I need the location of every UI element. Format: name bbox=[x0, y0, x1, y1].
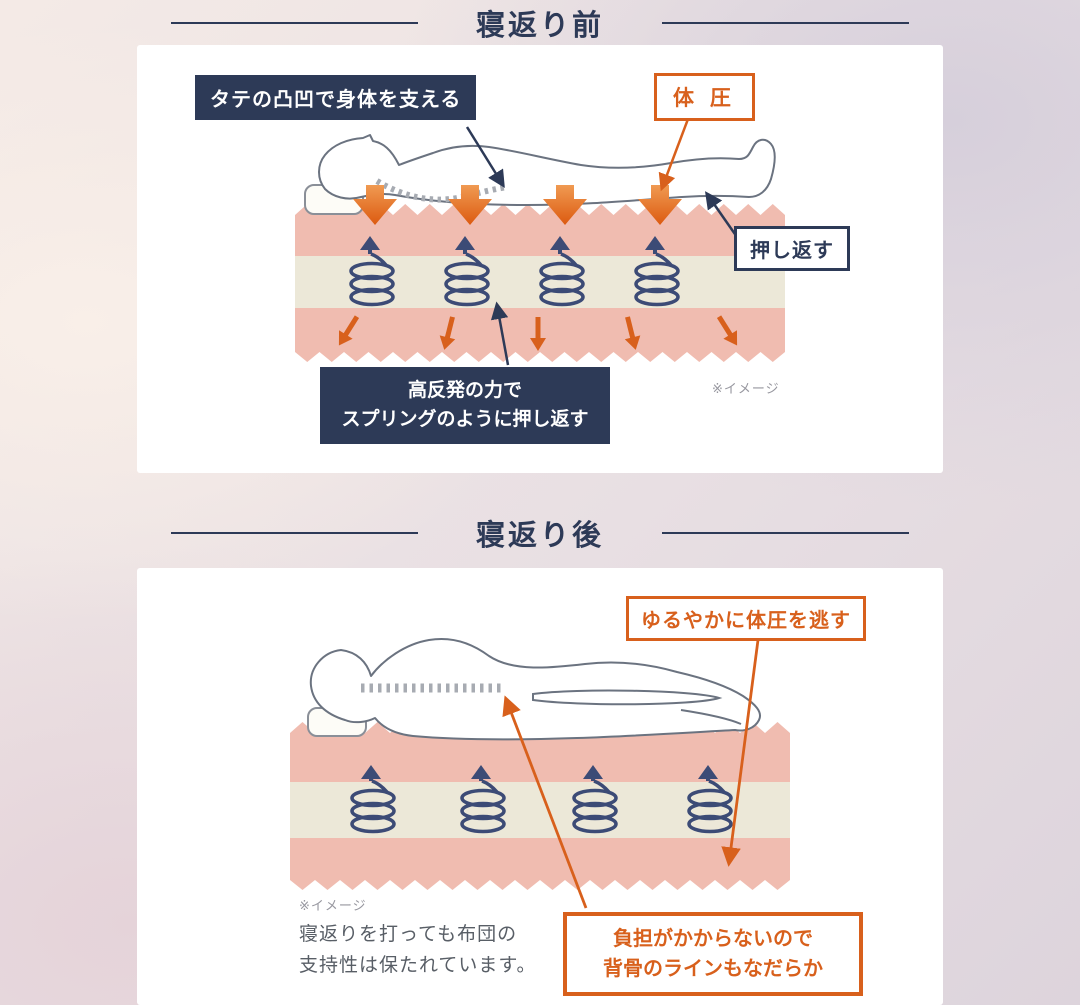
springs bbox=[350, 765, 733, 834]
burden-line2: 背骨のラインもなだらか bbox=[603, 958, 823, 980]
after-diagram bbox=[290, 638, 790, 909]
spring-note-line2: スプリングのように押し返す bbox=[341, 409, 589, 431]
release-label: ゆるやかに体圧を逃す bbox=[626, 596, 866, 641]
rebound-arrowhead-icon bbox=[455, 236, 475, 250]
burden-line1: 負担がかからないので bbox=[613, 928, 813, 950]
spring-icon bbox=[444, 236, 490, 307]
pushback-pointer-arrow bbox=[704, 191, 739, 238]
release-pointer-arrow bbox=[721, 639, 760, 867]
burden-pointer-arrow bbox=[502, 695, 588, 909]
mattress-bottom-layer bbox=[290, 838, 790, 890]
diagram-card-before: タテの凸凹で身体を支える 体 圧 押し返す 高反発の力で スプリングのように押し… bbox=[137, 45, 943, 473]
pressure-arrow-icon bbox=[638, 185, 682, 225]
title-rule-left bbox=[170, 532, 418, 534]
section-title-after: 寝返り後 bbox=[0, 512, 1080, 554]
rebound-arrowhead-icon bbox=[361, 765, 381, 779]
spring-icon bbox=[350, 765, 396, 834]
pressure-arrow-icon bbox=[353, 185, 397, 225]
title-rule-left bbox=[170, 22, 418, 24]
springs bbox=[349, 236, 680, 307]
pressure-arrow-icon bbox=[448, 185, 492, 225]
spring-icon bbox=[634, 236, 680, 307]
title-rule-right bbox=[662, 532, 909, 534]
spring-icon bbox=[539, 236, 585, 307]
image-disclaimer: ※イメージ bbox=[299, 898, 367, 913]
caption-line1: 寝返りを打っても布団の bbox=[299, 924, 518, 945]
rebound-arrowhead-icon bbox=[471, 765, 491, 779]
section-title-before: 寝返り前 bbox=[0, 2, 1080, 44]
arm-slit bbox=[532, 689, 723, 706]
spring-icon bbox=[572, 765, 618, 834]
person-figure-side bbox=[309, 638, 761, 741]
pressure-label: 体 圧 bbox=[654, 73, 755, 121]
spring-icon bbox=[349, 236, 395, 307]
rebound-arrowhead-icon bbox=[698, 765, 718, 779]
title-rule-right bbox=[662, 22, 909, 24]
caption-line2: 支持性は保たれています。 bbox=[299, 954, 537, 976]
spring-note-pointer-arrow bbox=[490, 301, 510, 366]
leg-separation-line bbox=[680, 709, 742, 725]
section-title-after-text: 寝返り後 bbox=[475, 520, 604, 552]
spring-icon bbox=[687, 765, 733, 834]
support-pointer-arrow bbox=[465, 126, 505, 188]
diagram-card-after: ゆるやかに体圧を逃す ※イメージ 寝返りを打っても布団の 支持性は保たれています… bbox=[137, 568, 943, 1005]
spring-note-line1: 高反発の力で bbox=[407, 380, 522, 401]
pushback-label: 押し返す bbox=[734, 226, 850, 271]
support-label: タテの凸凹で身体を支える bbox=[195, 75, 477, 120]
dispersal-arrows bbox=[338, 315, 738, 351]
rebound-arrowhead-icon bbox=[360, 236, 380, 250]
rebound-arrowhead-icon bbox=[550, 236, 570, 250]
pressure-pointer-arrow bbox=[658, 118, 690, 192]
rebound-arrowhead-icon bbox=[645, 236, 665, 250]
support-caption: 寝返りを打っても布団の 支持性は保たれています。 bbox=[299, 920, 537, 982]
image-disclaimer: ※イメージ bbox=[712, 381, 780, 396]
rebound-arrowhead-icon bbox=[583, 765, 603, 779]
pressure-arrow-icon bbox=[543, 185, 587, 225]
spring-icon bbox=[460, 765, 506, 834]
pressure-arrows bbox=[353, 185, 682, 225]
section-title-before-text: 寝返り前 bbox=[475, 10, 604, 42]
spring-note-label: 高反発の力で スプリングのように押し返す bbox=[320, 367, 610, 444]
before-diagram bbox=[295, 118, 785, 366]
burden-label: 負担がかからないので 背骨のラインもなだらか bbox=[563, 912, 863, 996]
